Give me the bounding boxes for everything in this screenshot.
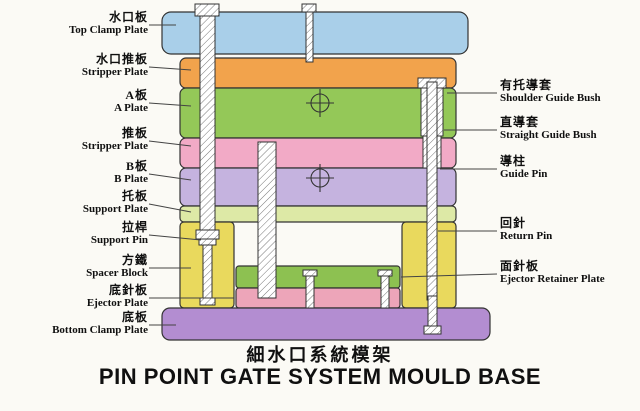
- top-bolt-head: [301, 3, 317, 13]
- label-cn: 底板: [121, 310, 148, 324]
- label-stripper-plate-top: 水口推板 Stripper Plate: [2, 52, 148, 80]
- centre-guide-pin: [257, 141, 277, 299]
- label-cn: 水口板: [108, 10, 148, 24]
- left-guide-pin-shaft: [199, 15, 216, 231]
- ejector-bolt-left-head: [302, 269, 318, 277]
- support-pin-nut: [195, 229, 220, 240]
- stripper-plate-mid: [179, 137, 457, 169]
- label-cn: A板: [125, 88, 148, 102]
- label-shoulder-guide-bush: 有托導套 Shoulder Guide Bush: [500, 78, 638, 106]
- label-cn: 拉桿: [121, 220, 148, 234]
- label-en: Ejector Retainer Plate: [500, 273, 605, 286]
- label-bottom-clamp-plate: 底板 Bottom Clamp Plate: [2, 310, 148, 338]
- diagram-title-chinese: 細水口系統模架: [246, 345, 394, 365]
- label-en: Support Plate: [82, 203, 148, 216]
- label-en: Stripper Plate: [81, 140, 148, 153]
- label-stripper-plate-mid: 推板 Stripper Plate: [2, 126, 148, 154]
- ejector-bolt-right-shaft: [380, 275, 390, 309]
- label-cn: 托板: [121, 189, 148, 203]
- centre-mark-upper: [306, 89, 334, 117]
- label-ejector-retainer-plate: 面針板 Ejector Retainer Plate: [500, 259, 638, 287]
- support-pin-rod: [202, 244, 213, 302]
- label-support-pin: 拉桿 Support Pin: [2, 220, 148, 248]
- return-pin-shaft: [426, 81, 438, 301]
- right-leader-lines: [400, 92, 498, 278]
- label-cn: 回針: [500, 216, 527, 230]
- label-en: Stripper Plate: [81, 66, 148, 79]
- support-plate: [179, 205, 457, 223]
- label-en: Straight Guide Bush: [500, 129, 597, 142]
- label-top-clamp-plate: 水口板 Top Clamp Plate: [2, 10, 148, 38]
- label-en: Guide Pin: [500, 168, 548, 181]
- label-cn: 底針板: [108, 283, 148, 297]
- ejector-bolt-right-head: [377, 269, 393, 277]
- label-straight-guide-bush: 直導套 Straight Guide Bush: [500, 115, 638, 143]
- bottom-bolt-nut: [423, 325, 442, 335]
- ejector-bolt-left-shaft: [305, 275, 315, 309]
- label-en: B Plate: [114, 173, 148, 186]
- label-cn: 水口推板: [95, 52, 148, 66]
- label-cn: B板: [125, 159, 148, 173]
- label-guide-pin: 導柱 Guide Pin: [500, 154, 638, 182]
- bottom-bolt-shaft: [427, 295, 438, 329]
- label-ejector-plate: 底針板 Ejector Plate: [2, 283, 148, 311]
- label-cn: 有托導套: [500, 78, 553, 92]
- top-bolt-shaft: [305, 11, 314, 63]
- label-cn: 直導套: [500, 115, 540, 129]
- label-a-plate: A板 A Plate: [2, 88, 148, 116]
- label-spacer-block: 方鐵 Spacer Block: [2, 253, 148, 281]
- support-pin-collar: [198, 238, 217, 246]
- label-en: Return Pin: [500, 230, 553, 243]
- label-cn: 方鐵: [121, 253, 148, 267]
- centre-mark-lower: [306, 164, 334, 192]
- label-cn: 面針板: [500, 259, 540, 273]
- label-return-pin: 回針 Return Pin: [500, 216, 638, 244]
- label-en: Bottom Clamp Plate: [52, 324, 148, 337]
- left-leader-lines: [148, 24, 234, 326]
- label-support-plate: 托板 Support Plate: [2, 189, 148, 217]
- label-en: A Plate: [114, 102, 148, 115]
- a-plate: [179, 87, 457, 139]
- bottom-clamp-plate: [161, 307, 491, 341]
- label-en: Support Pin: [90, 234, 148, 247]
- label-en: Spacer Block: [86, 267, 148, 280]
- label-en: Shoulder Guide Bush: [500, 92, 601, 105]
- diagram-title-english: PIN POINT GATE SYSTEM MOULD BASE: [98, 364, 542, 389]
- label-b-plate: B板 B Plate: [2, 159, 148, 187]
- left-guide-pin-head: [194, 3, 220, 17]
- label-en: Top Clamp Plate: [68, 24, 148, 37]
- support-pin-foot: [199, 297, 216, 306]
- label-en: Ejector Plate: [86, 297, 148, 310]
- label-cn: 推板: [121, 126, 148, 140]
- label-cn: 導柱: [500, 154, 527, 168]
- stripper-plate-top: [179, 57, 457, 89]
